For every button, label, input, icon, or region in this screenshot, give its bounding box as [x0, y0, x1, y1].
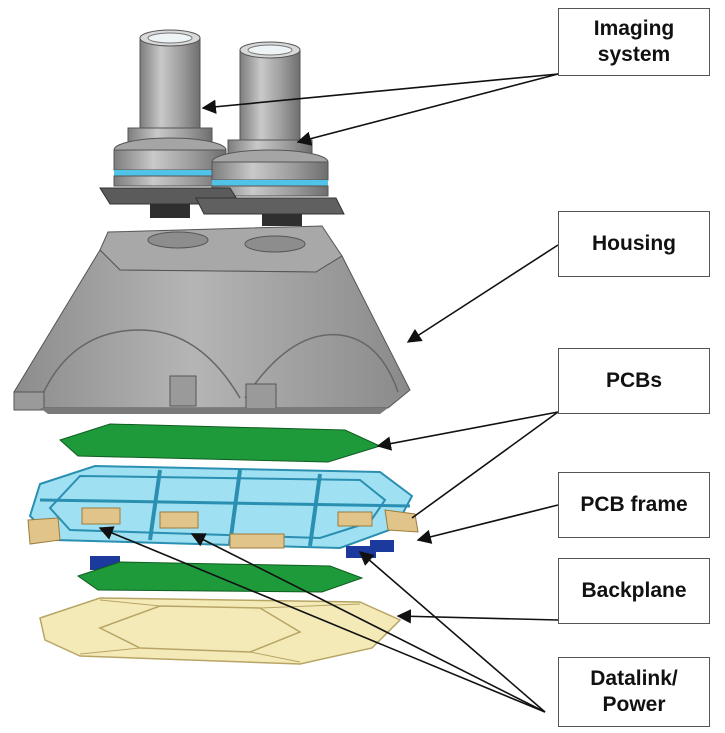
- label-datalink-power: Datalink/ Power: [558, 657, 710, 727]
- label-imaging-system-text: Imaging system: [593, 16, 675, 66]
- label-backplane: Backplane: [558, 558, 710, 624]
- arrow-housing: [406, 244, 559, 343]
- arrow-pcbs: [376, 411, 559, 451]
- arrow-datalink-1: [98, 526, 546, 713]
- label-backplane-text: Backplane: [581, 578, 687, 602]
- label-datalink-power-text: Datalink/ Power: [590, 666, 678, 716]
- leader-arrows: [98, 73, 559, 713]
- label-imaging-system: Imaging system: [558, 8, 710, 76]
- label-pcb-frame: PCB frame: [558, 472, 710, 538]
- label-pcbs-text: PCBs: [605, 368, 663, 392]
- label-pcbs: PCBs: [558, 348, 710, 414]
- base-plate: [39, 597, 402, 665]
- pcb-frame: [27, 464, 419, 570]
- arrow-pcb-frame: [416, 504, 559, 544]
- label-housing: Housing: [558, 211, 710, 277]
- arrow-datalink-3: [358, 551, 546, 713]
- pcb-board-top: [59, 423, 382, 463]
- housing: [13, 225, 411, 414]
- arrow-imaging-1: [201, 73, 559, 114]
- arrow-backplane: [396, 609, 559, 624]
- imaging-system: [99, 29, 345, 226]
- arrow-imaging-2: [296, 73, 559, 146]
- label-pcb-frame-text: PCB frame: [580, 492, 688, 516]
- arrow-pcbs-2: [411, 411, 559, 519]
- arrow-datalink-2: [190, 533, 546, 713]
- label-housing-text: Housing: [592, 231, 676, 255]
